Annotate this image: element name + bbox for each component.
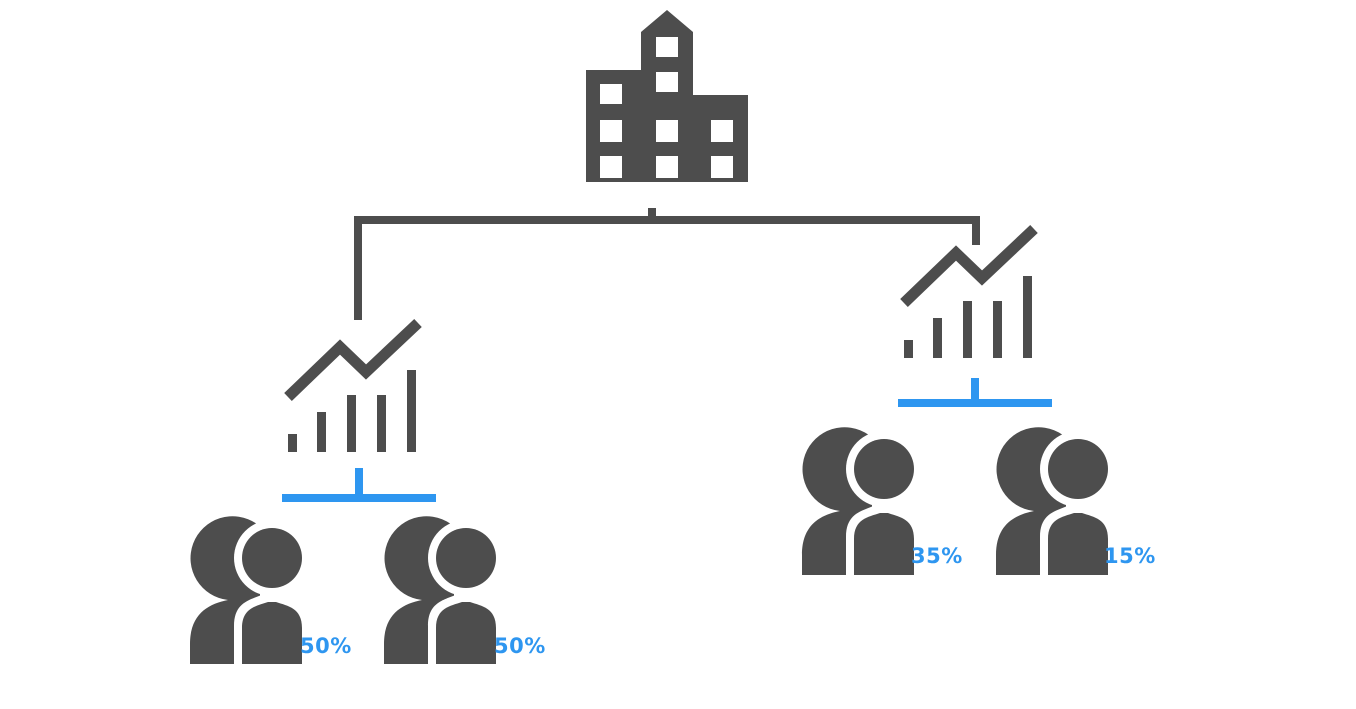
share-label: 15% [1104,544,1156,568]
person-icon: 50% [190,516,352,664]
people-shape [802,427,922,575]
left-branch-accent-connector [282,468,436,502]
root-connector-line [354,208,980,320]
chart-shape [288,323,418,452]
building-shape [586,10,748,182]
share-label: 35% [911,544,963,568]
chart-shape [904,229,1034,358]
share-label: 50% [494,634,546,658]
person-icon: 15% [996,427,1156,575]
right-branch-chart-icon [904,229,1034,358]
people-shape [996,427,1116,575]
share-label: 50% [300,634,352,658]
people-shape [384,516,504,664]
people-shape [190,516,310,664]
left-branch-chart-icon [288,323,418,452]
right-branch-accent-connector [898,378,1052,407]
building-icon [586,10,748,182]
person-icon: 35% [802,427,963,575]
person-icon: 50% [384,516,546,664]
